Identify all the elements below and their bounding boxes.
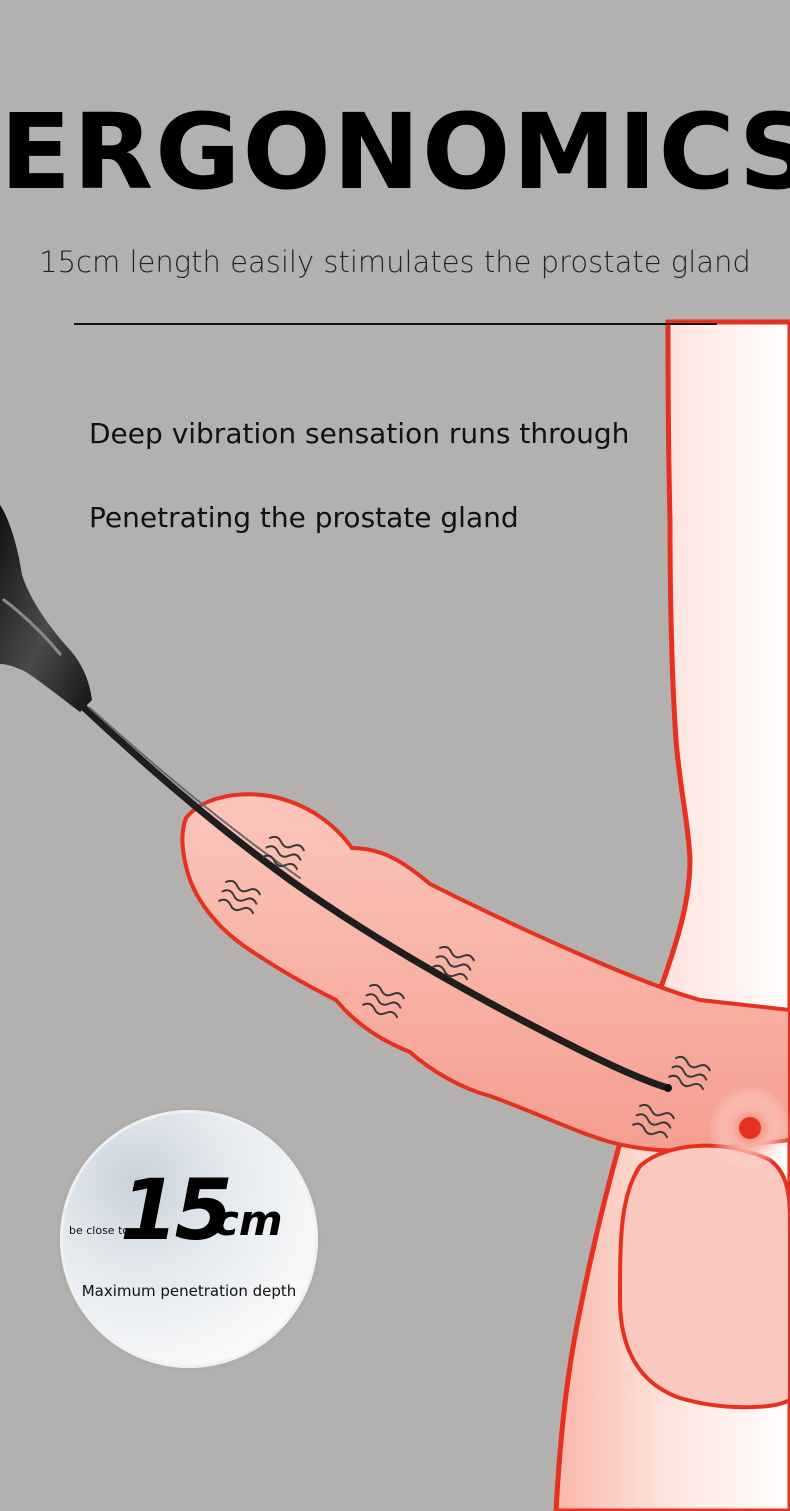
badge-prefix: be close to <box>69 1224 130 1237</box>
prostate-hotspot <box>739 1117 761 1139</box>
page-subtitle: 15cm length easily stimulates the prosta… <box>39 245 751 279</box>
page-title: ERGONOMICS <box>0 91 790 213</box>
shaft-shape <box>180 792 790 1153</box>
badge-number: 15 <box>120 1161 233 1259</box>
vibration-mark-3 <box>432 945 475 981</box>
divider-line <box>74 323 717 325</box>
probe-handle-highlight <box>2 598 62 656</box>
feature-line-vibration: Deep vibration sensation runs through <box>89 417 630 450</box>
badge-unit: cm <box>214 1196 283 1245</box>
vibration-mark-1 <box>262 835 305 871</box>
vibration-mark-6 <box>632 1103 675 1139</box>
vibration-marks <box>218 835 711 1139</box>
vibration-mark-5 <box>668 1055 711 1091</box>
feature-line-penetration: Penetrating the prostate gland <box>89 501 519 534</box>
badge-caption: Maximum penetration depth <box>81 1282 297 1300</box>
probe-handle <box>0 505 92 712</box>
vibration-mark-2 <box>218 879 261 915</box>
vibration-mark-4 <box>362 983 405 1019</box>
probe-wire <box>76 700 672 1092</box>
scrotum-shape <box>617 1143 790 1410</box>
header-panel <box>0 0 790 322</box>
depth-badge: be close to 15 cm Maximum penetration de… <box>60 1110 318 1368</box>
probe-tip <box>664 1084 672 1092</box>
